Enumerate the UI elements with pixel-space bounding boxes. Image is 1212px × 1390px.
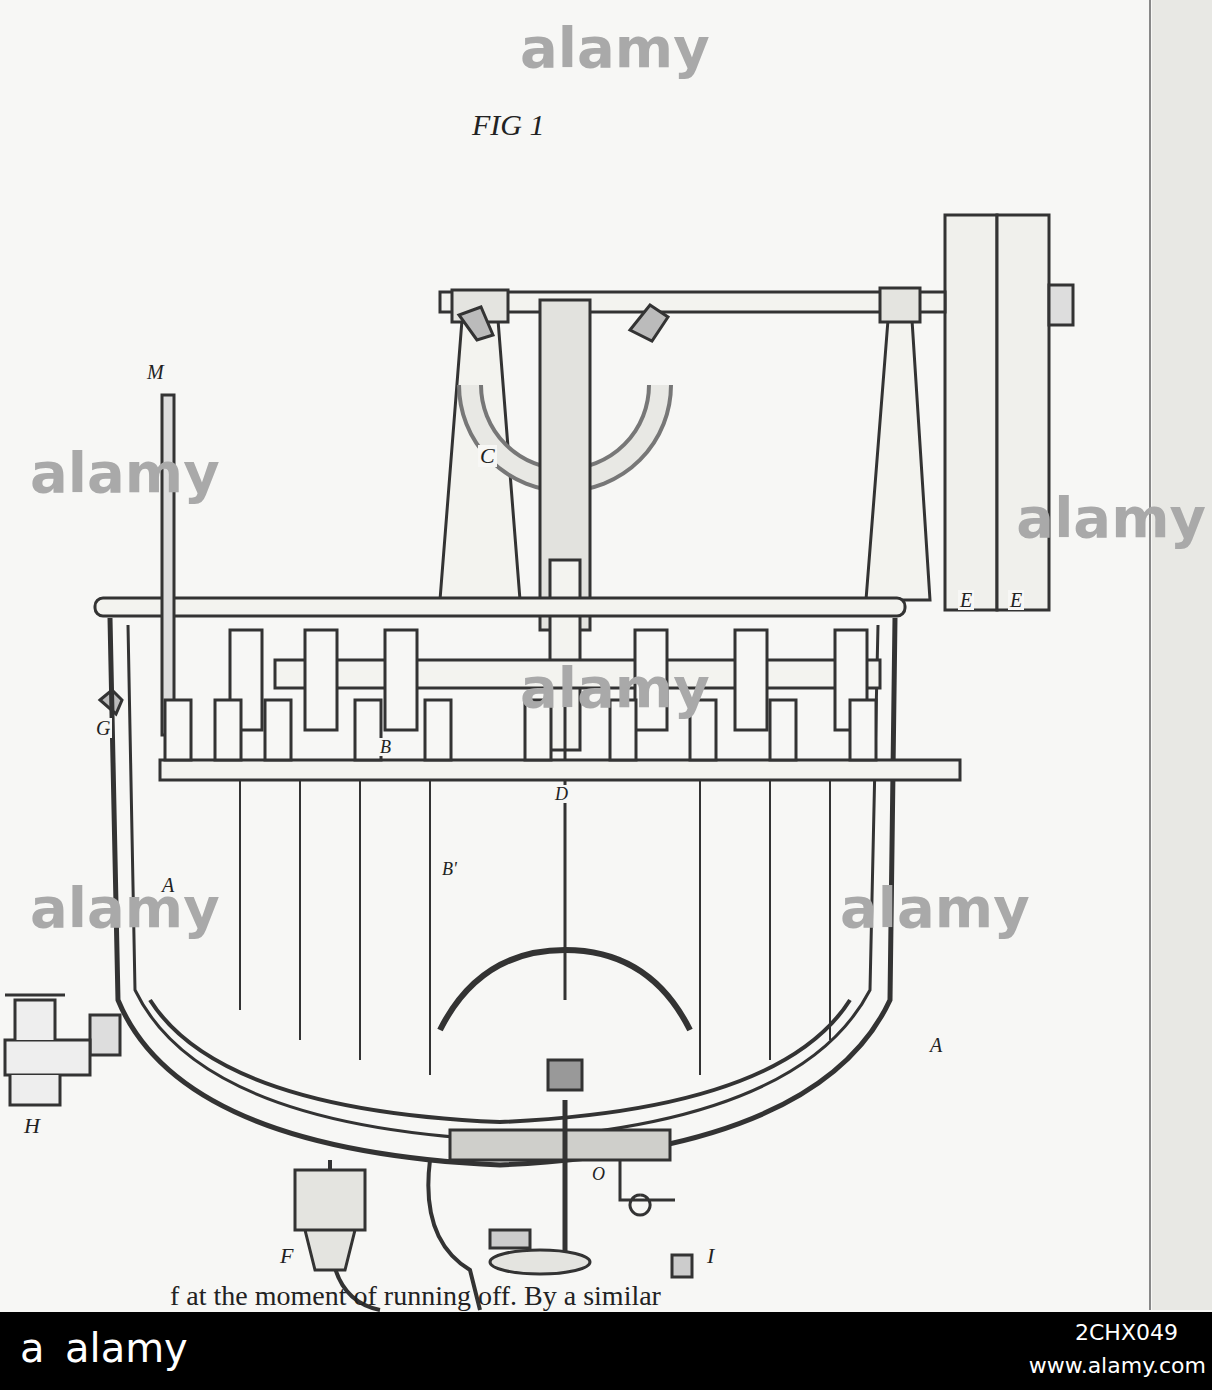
callout-letter: M	[145, 362, 166, 382]
watermark: alamy	[30, 880, 220, 936]
body-text: f at the moment of running off. By a sim…	[170, 1282, 661, 1310]
callout-letter: H	[22, 1115, 42, 1137]
callout-letter: E	[1008, 590, 1024, 610]
watermark: alamy	[30, 445, 220, 501]
callout-letter: B'	[440, 860, 459, 878]
stock-logo: a	[20, 1328, 45, 1368]
callout-letter: I	[705, 1245, 716, 1267]
figure-title: FIG 1	[470, 110, 546, 140]
stock-url: www.alamy.com	[1029, 1355, 1206, 1377]
callout-letter: G	[94, 718, 112, 738]
callout-letter: O	[590, 1165, 607, 1183]
callout-letter: B	[378, 738, 393, 756]
watermark: alamy	[520, 20, 710, 76]
watermark: alamy	[840, 880, 1030, 936]
watermark: alamy	[1016, 490, 1206, 546]
callout-letter: C	[478, 445, 497, 467]
watermark: alamy	[520, 660, 710, 716]
callout-letter: D	[553, 785, 570, 803]
callout-letter: E	[958, 590, 974, 610]
callout-letter: A	[928, 1035, 944, 1055]
callout-letter: F	[278, 1245, 295, 1267]
stock-logo: alamy	[65, 1328, 188, 1368]
image-id: 2CHX049	[1075, 1322, 1178, 1344]
